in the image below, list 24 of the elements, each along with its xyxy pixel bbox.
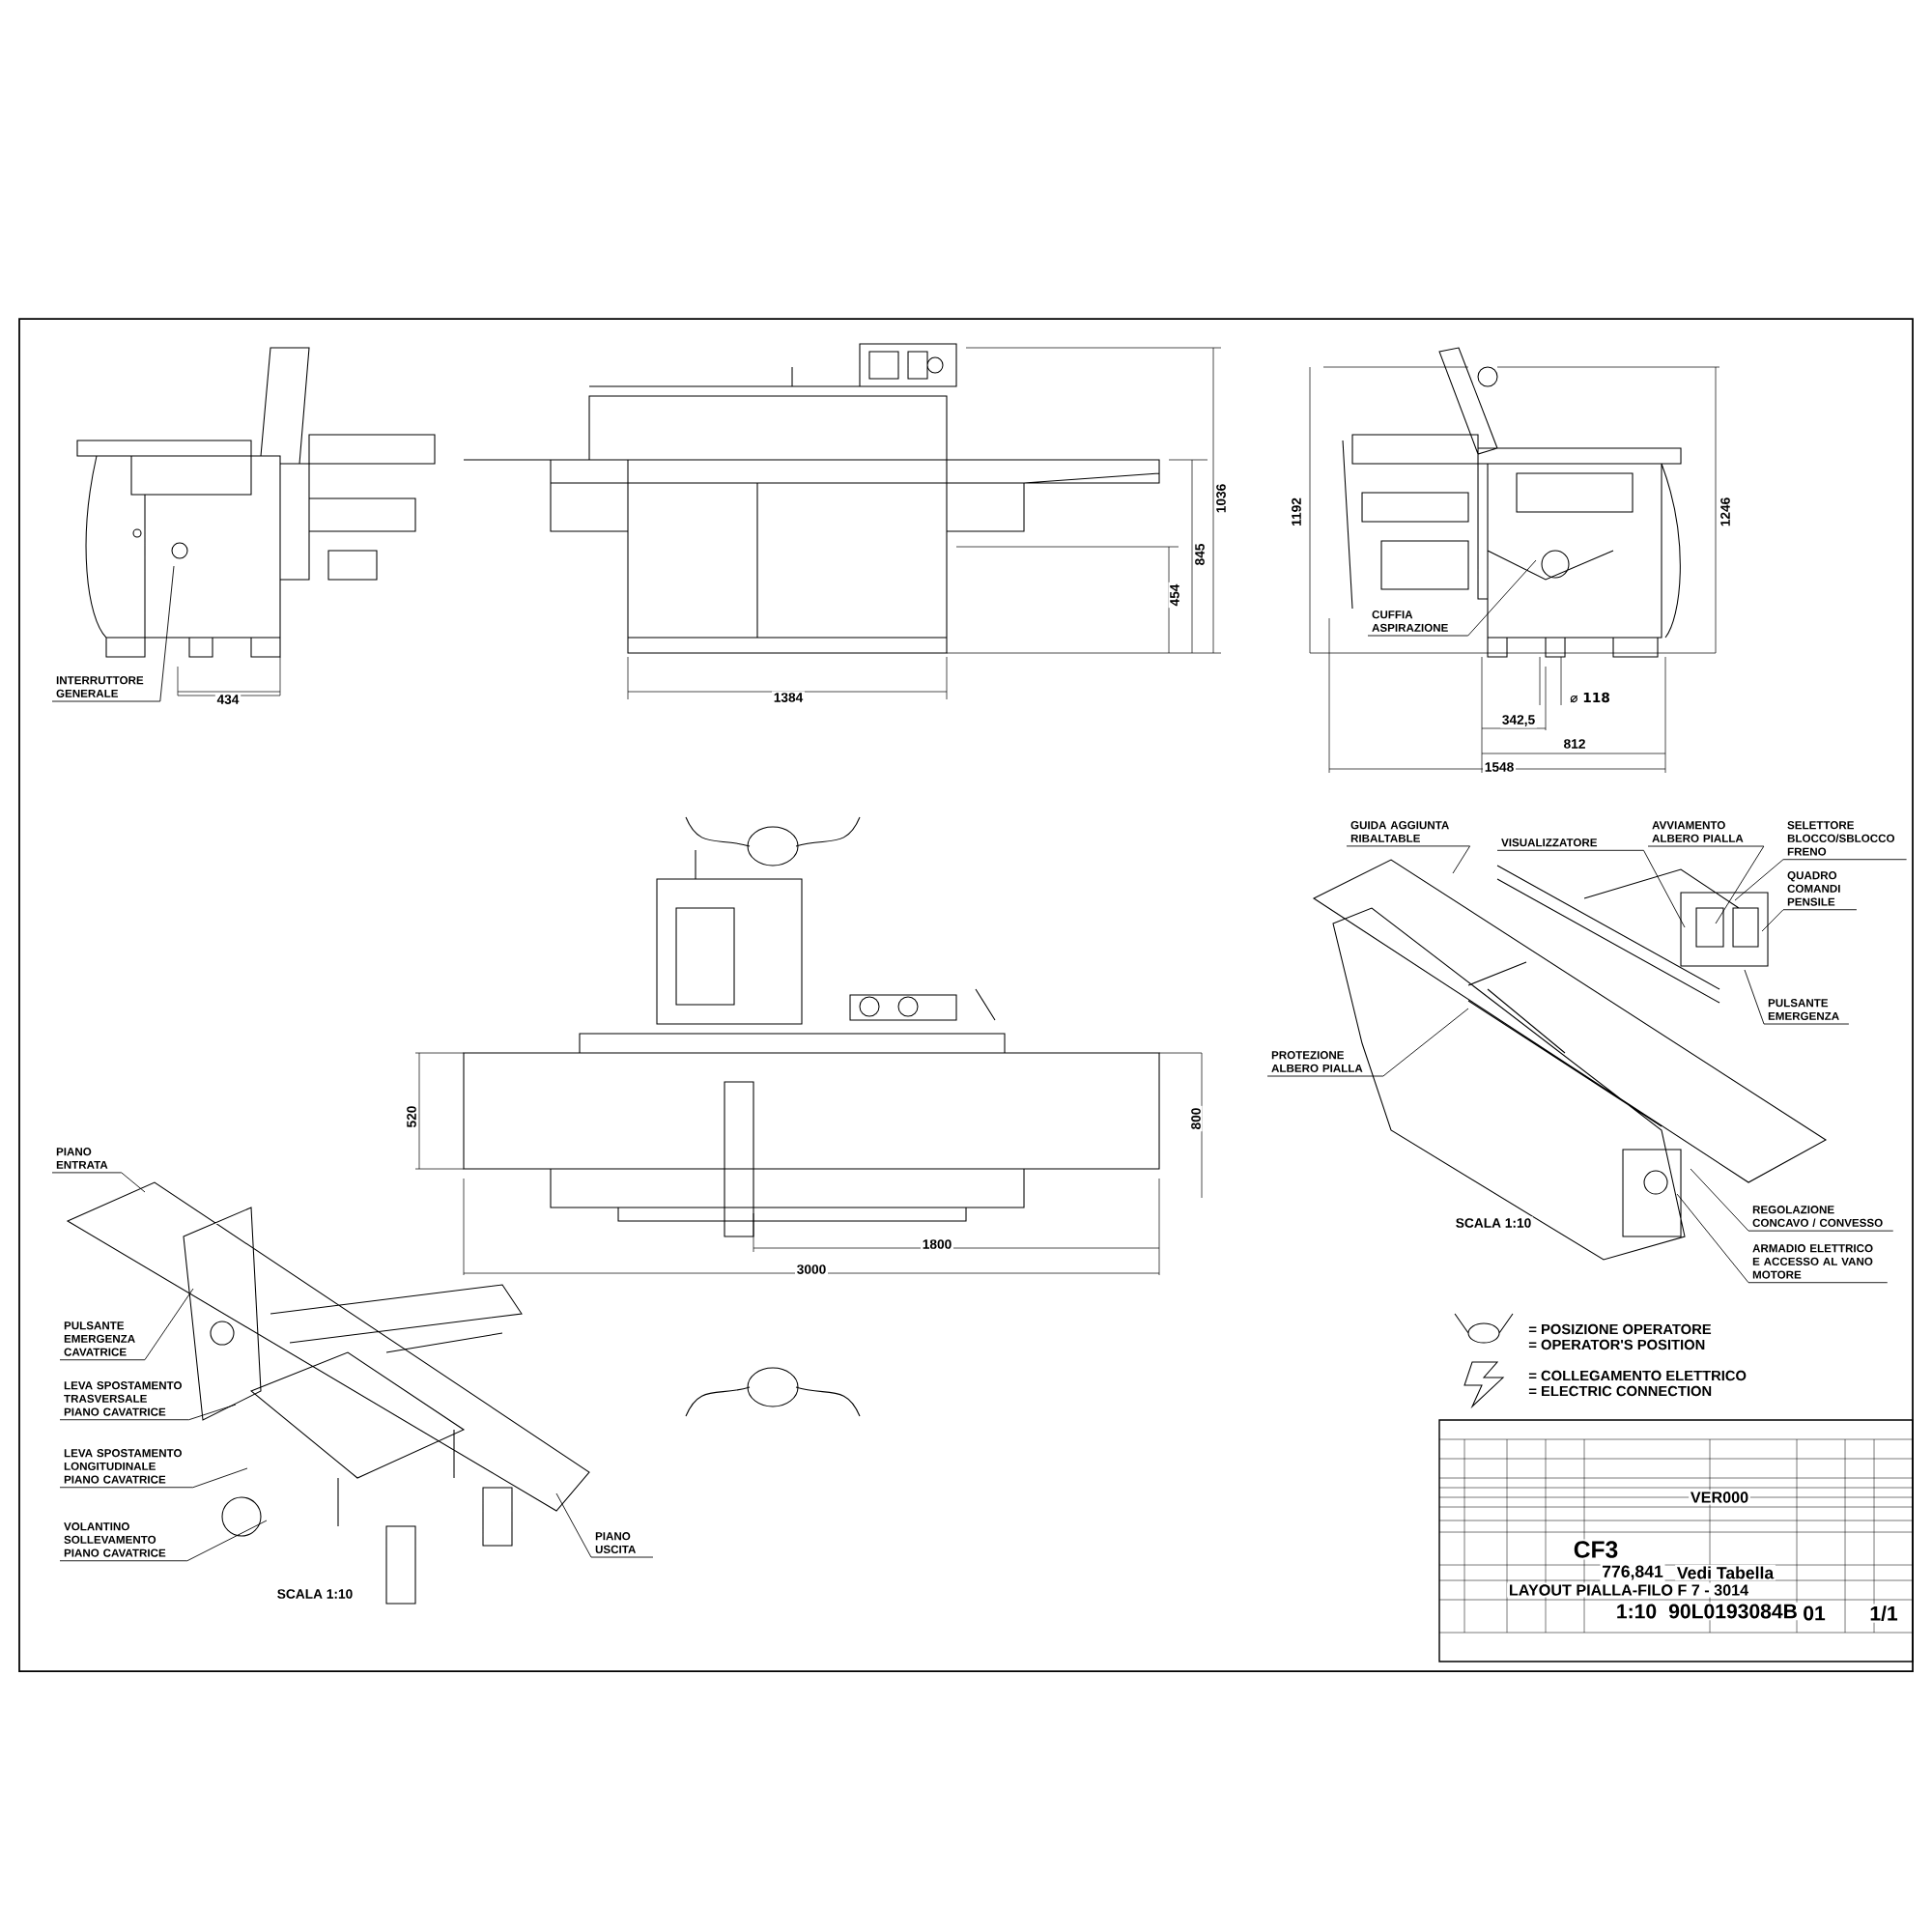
title-block-text: CF3	[1572, 1539, 1620, 1560]
leader-line	[1690, 1168, 1894, 1232]
title-block-text: 1/1	[1867, 1604, 1900, 1623]
leader-line	[59, 1520, 268, 1562]
title-block-text: VER000	[1689, 1490, 1750, 1505]
leader-line	[59, 1467, 248, 1489]
title-block-text: 01	[1801, 1604, 1828, 1623]
title-block-text: 90L0193084B	[1666, 1602, 1800, 1621]
leader-line	[555, 1492, 654, 1558]
leader-line	[1266, 1008, 1469, 1077]
leader-line	[1647, 845, 1765, 924]
leader-line	[1744, 969, 1850, 1025]
leader-line	[51, 1172, 146, 1193]
leader-line	[59, 1404, 237, 1421]
title-block-text: 776,841	[1600, 1563, 1665, 1582]
leader-line	[1367, 559, 1537, 637]
leader-line	[1346, 845, 1471, 874]
title-block-text: 1:10	[1614, 1602, 1659, 1621]
leader-line	[51, 565, 175, 702]
leader-line	[1734, 859, 1908, 901]
leader-line	[1676, 1193, 1889, 1284]
leader-line	[59, 1288, 194, 1361]
leader-line	[1761, 909, 1858, 932]
leader-line	[1496, 849, 1686, 928]
